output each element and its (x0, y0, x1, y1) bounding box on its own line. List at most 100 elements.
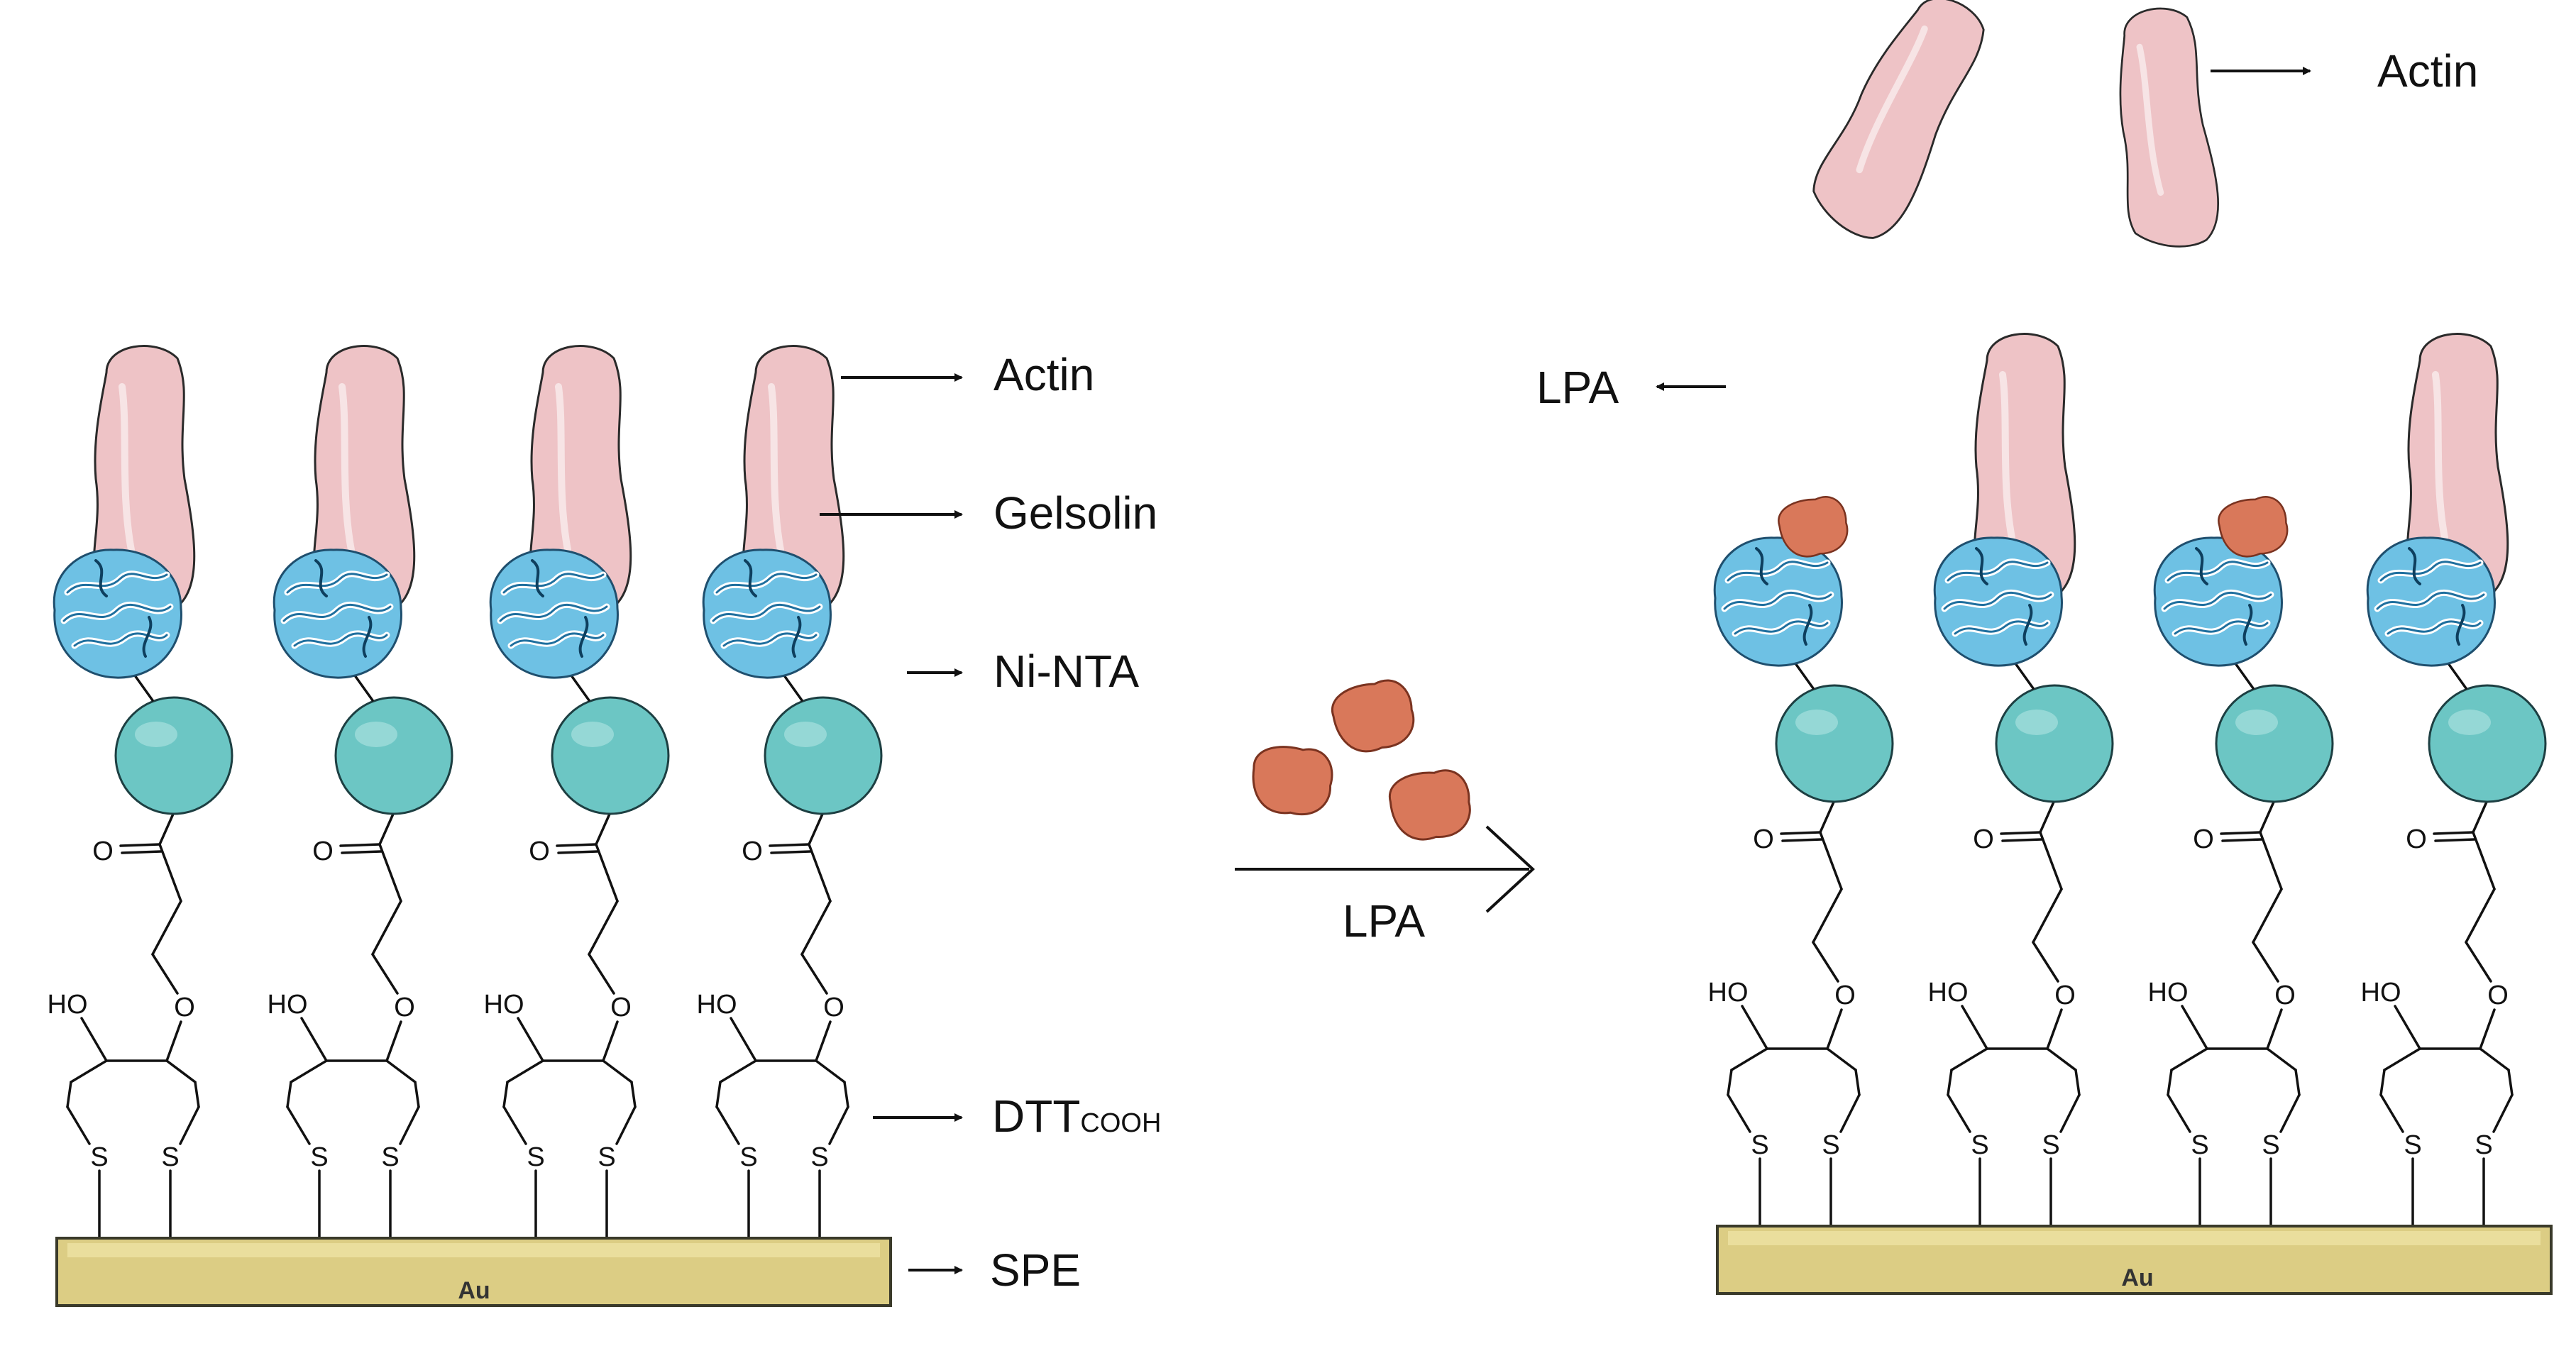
ni-nta-label: Ni-NTA (993, 646, 1139, 697)
o-atom-label: O (610, 993, 632, 1022)
hydroxyl-bond (2394, 1005, 2421, 1050)
carbon-bond (630, 1081, 637, 1108)
carbon-bond (502, 1105, 527, 1145)
carbon-bond (399, 1105, 420, 1145)
label-actin-group: Actin (841, 349, 1094, 400)
carbon-bond (828, 1105, 849, 1145)
carbon-bond (194, 1081, 200, 1108)
carbon-bond (2379, 1093, 2404, 1133)
label-ni-nta-group: Ni-NTA (907, 646, 1139, 697)
carbon-bond (1950, 1047, 1988, 1071)
gelsolin-protein-icon (703, 550, 830, 678)
s-atom-label: S (2404, 1130, 2421, 1160)
chain-bond (151, 900, 182, 956)
ni-nta-linker (378, 811, 395, 846)
actin-label: Actin (993, 349, 1094, 400)
gelsolin-protein-icon (1714, 538, 1842, 666)
chain-bond (595, 843, 619, 903)
o-atom-label: O (2487, 981, 2509, 1010)
lpa-icon-free-2 (1247, 741, 1337, 821)
carbon-bond (290, 1059, 328, 1083)
o-atom-label: O (2054, 981, 2076, 1010)
chain-bond (371, 953, 399, 995)
ho-atom-label: HO (268, 990, 308, 1020)
gelsolin-protein-icon (54, 550, 181, 678)
ni-nta-sphere-icon (1775, 684, 1894, 803)
s-atom-label: S (598, 1142, 615, 1172)
s-atom-label: S (2042, 1130, 2059, 1160)
chain-bond (2465, 888, 2496, 944)
chain-bond (2252, 888, 2283, 944)
chain-bond (158, 843, 182, 903)
carbonyl-double-bond (557, 850, 599, 854)
chain-bond (1812, 888, 1843, 944)
ni-nta-sphere-icon (334, 696, 453, 815)
carbon-bond (1826, 1047, 1857, 1071)
chain-bond (378, 843, 402, 903)
chain-bond (2465, 941, 2492, 983)
chain-bond (800, 953, 828, 995)
released-actin-label: Actin (2377, 45, 2478, 96)
au-label-right: Au (2121, 1264, 2153, 1291)
carbon-bond (719, 1059, 757, 1083)
carbon-bond (2492, 1093, 2514, 1133)
ni-nta-sphere-icon (1995, 684, 2114, 803)
carbon-bond (1839, 1093, 1861, 1133)
carbon-bond (715, 1105, 740, 1145)
label-spe-group: SPE (908, 1245, 1081, 1296)
carbon-bond (502, 1081, 509, 1108)
carbon-bond (2046, 1047, 2077, 1071)
carbon-bond (1947, 1069, 1953, 1096)
s-atom-label: S (90, 1142, 108, 1172)
carbon-bond (506, 1059, 544, 1083)
chain-bond (2472, 831, 2496, 890)
gelsolin-label: Gelsolin (993, 487, 1157, 539)
hydroxyl-bond (1961, 1005, 1988, 1050)
ether-bond (815, 1020, 832, 1062)
ni-nta-linker (158, 811, 175, 846)
carbonyl-double-bond (341, 850, 382, 854)
reaction-arrow-group: LPA (1235, 675, 1535, 947)
carbon-bond (2479, 1047, 2510, 1071)
hydroxyl-bond (2181, 1005, 2208, 1050)
carbonyl-double-bond (1781, 838, 1823, 842)
carbon-bond (2170, 1047, 2208, 1071)
chain-bond (588, 900, 619, 956)
released-actin-filament-2 (2111, 5, 2222, 251)
ni-nta-linker (2472, 799, 2489, 834)
gelsolin-protein-icon (1934, 538, 2062, 666)
lpa-icon-free-3 (1387, 767, 1474, 844)
label-dtt-group: DTTCOOH (873, 1091, 1161, 1142)
ni-nta-sphere-icon (114, 696, 233, 815)
carbon-bond (1730, 1047, 1768, 1071)
carbon-bond (715, 1081, 722, 1108)
carbonyl-double-bond (2220, 831, 2262, 835)
carbonyl-double-bond (2433, 831, 2475, 835)
au-label-left: Au (458, 1277, 490, 1304)
ho-atom-label: HO (2361, 978, 2401, 1008)
carbon-bond (286, 1081, 292, 1108)
ether-bond (2046, 1008, 2063, 1050)
right-electrode: Au (1716, 1225, 2553, 1295)
carbonyl-o-label: O (312, 837, 334, 866)
carbon-bond (179, 1105, 200, 1145)
gelsolin-protein-icon (2154, 538, 2281, 666)
gelsolin-protein-icon (2367, 538, 2494, 666)
ho-atom-label: HO (1708, 978, 1749, 1008)
o-atom-label: O (2274, 981, 2296, 1010)
carbon-bond (2279, 1093, 2301, 1133)
carbonyl-double-bond (339, 843, 381, 847)
hydroxyl-bond (730, 1017, 757, 1062)
hydroxyl-bond (300, 1017, 328, 1062)
ether-bond (2479, 1008, 2496, 1050)
hydroxyl-bond (80, 1017, 108, 1062)
carbon-bond (414, 1081, 420, 1108)
carbonyl-double-bond (2001, 838, 2043, 842)
s-atom-label: S (1822, 1130, 1839, 1160)
carbon-bond (2383, 1047, 2421, 1071)
carbon-bond (286, 1105, 311, 1145)
